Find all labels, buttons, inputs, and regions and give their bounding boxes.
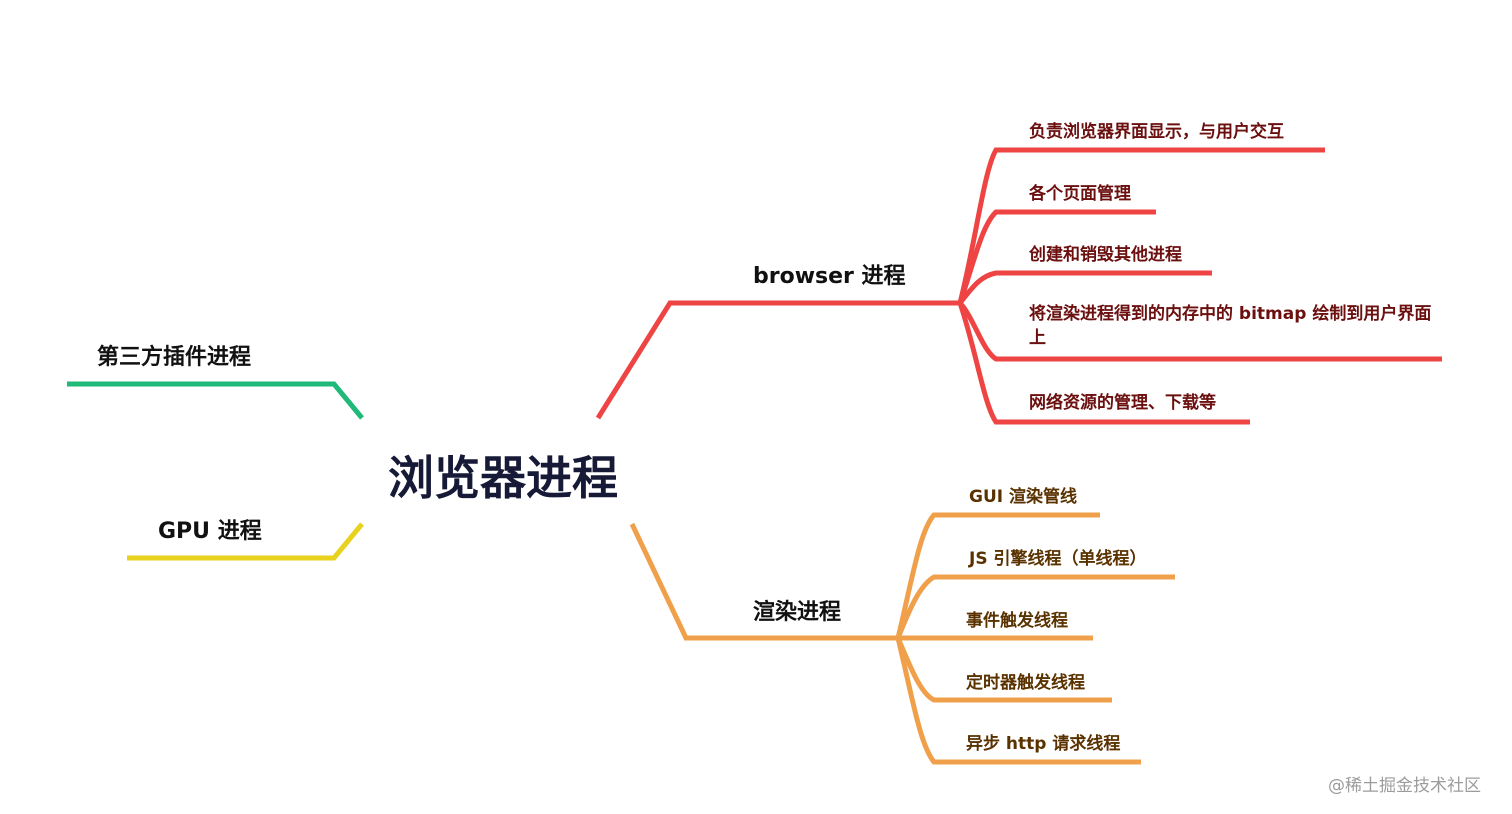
connector-root-render xyxy=(629,522,898,641)
connector-render-child-1 xyxy=(895,574,1175,639)
watermark: @稀土掘金技术社区 xyxy=(1328,776,1481,796)
render-child-js-engine: JS 引擎线程（单线程） xyxy=(969,549,1147,569)
render-child-timer: 定时器触发线程 xyxy=(966,673,1085,693)
connector-render-child-0 xyxy=(895,512,1100,639)
connector-browser-child-0 xyxy=(957,147,1325,304)
connector-browser-child-4 xyxy=(957,302,1250,425)
browser-child-bitmap-draw: 将渲染进程得到的内存中的 bitmap 绘制到用户界面上 xyxy=(1029,304,1432,348)
connector-browser-child-3 xyxy=(958,301,1442,362)
connector-root-gpu xyxy=(127,522,364,561)
render-child-event: 事件触发线程 xyxy=(966,611,1068,631)
browser-child-ui-display: 负责浏览器界面显示，与用户交互 xyxy=(1029,122,1284,142)
connector-render-child-4 xyxy=(895,637,1141,765)
root-node-label: 浏览器进程 xyxy=(388,451,618,505)
connector-root-plugin xyxy=(67,381,364,420)
browser-child-network: 网络资源的管理、下载等 xyxy=(1029,393,1216,413)
connector-browser-child-1 xyxy=(957,209,1156,304)
browser-child-page-management: 各个页面管理 xyxy=(1029,184,1131,204)
connector-browser-child-2 xyxy=(958,270,1212,305)
render-branch-lines xyxy=(629,512,1175,765)
connector-root-browser xyxy=(595,300,960,420)
branch-render-label: 渲染进程 xyxy=(753,600,842,625)
branch-plugin-label: 第三方插件进程 xyxy=(97,345,252,370)
branch-browser-label: browser 进程 xyxy=(753,264,906,289)
branch-gpu-label: GPU 进程 xyxy=(158,519,262,544)
render-child-gui: GUI 渲染管线 xyxy=(969,487,1078,507)
browser-branch-lines xyxy=(595,147,1442,425)
browser-child-process-lifecycle: 创建和销毁其他进程 xyxy=(1029,245,1182,265)
render-child-http: 异步 http 请求线程 xyxy=(966,734,1121,754)
